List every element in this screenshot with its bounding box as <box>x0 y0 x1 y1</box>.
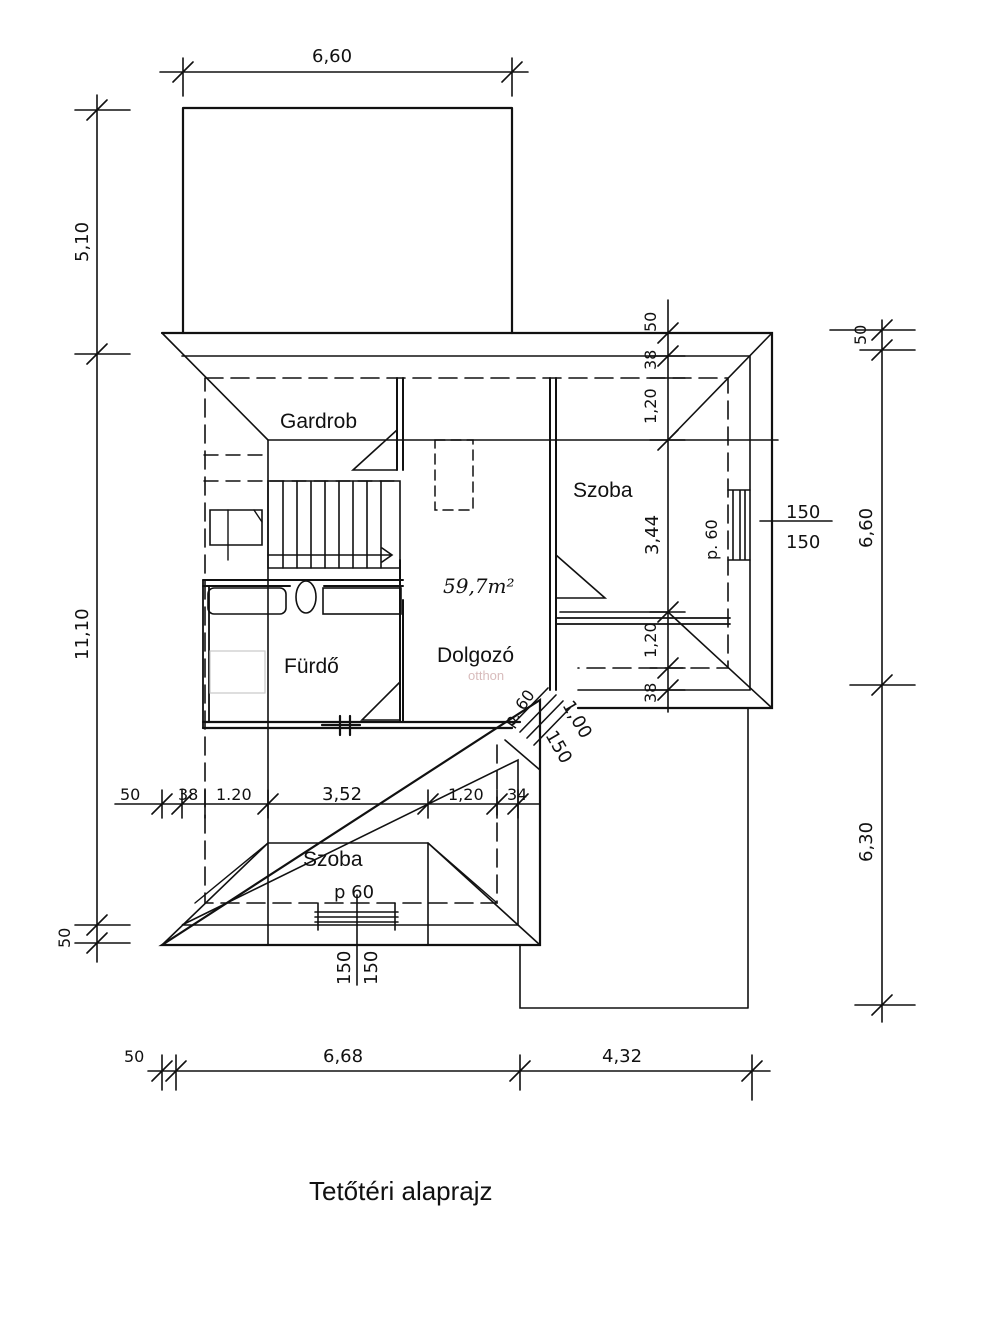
staircase <box>267 480 401 569</box>
roof-window-diagonal <box>504 687 571 771</box>
dim-row-120a: 1.20 <box>216 785 252 804</box>
furdo-bottom-wall <box>201 720 522 730</box>
dim-left-upper: 5,10 <box>72 222 93 262</box>
ridge-lines <box>267 439 779 946</box>
room-label-dolgozo: Dolgozó <box>437 644 514 667</box>
door-dolgozo <box>360 681 401 721</box>
dolgozo-wall <box>399 559 404 723</box>
dim-bottom-offset: 50 <box>124 1047 144 1066</box>
dim-row-38: 38 <box>178 785 198 804</box>
door-gardrob <box>350 429 398 471</box>
lower-floor-outline <box>181 106 514 335</box>
dim-inner-right-344: 3,44 <box>642 515 663 555</box>
dim-inner-right-120a: 1,20 <box>641 388 660 424</box>
roof-window-right <box>727 489 833 561</box>
dashed-internal <box>203 454 401 482</box>
dim-bottom-mid: 6,68 <box>323 1046 363 1067</box>
dim-left-bottom: 50 <box>55 928 74 948</box>
dim-right-low: 6,30 <box>856 822 877 862</box>
szoba-bottom-wall <box>555 617 731 625</box>
dim-inner-right-38b: 38 <box>641 683 660 703</box>
lower-floor-extension <box>519 707 749 1009</box>
plan-lines <box>74 57 916 1101</box>
area-label: 59,7m² <box>443 574 515 598</box>
room-label-furdo: Fürdő <box>284 655 339 678</box>
dim-inner-right-top: 50 <box>641 312 660 332</box>
door-szoba <box>555 554 608 599</box>
dim-right-top: 50 <box>851 325 870 345</box>
dim-right-inner <box>649 299 686 713</box>
roof-window-bottom <box>314 894 399 986</box>
washbasin-counter <box>322 587 402 615</box>
hip-lines <box>161 332 773 946</box>
win-bottom-h1: 150 <box>334 951 355 985</box>
win-bottom-h2: 150 <box>361 951 382 985</box>
win-right-h1: 150 <box>786 502 820 523</box>
dim-bottom-right: 4,32 <box>602 1046 642 1067</box>
dim-middle-row <box>114 789 541 819</box>
dim-row-120b: 1,20 <box>448 785 484 804</box>
win-right-h2: 150 <box>786 532 820 553</box>
dim-inner-right-120b: 1,20 <box>641 622 660 658</box>
dim-row-34: 34 <box>507 785 527 804</box>
chimney <box>434 439 474 511</box>
dim-top-width: 6,60 <box>312 46 352 67</box>
shower-tray <box>209 650 266 694</box>
room-label-szoba-right: Szoba <box>573 479 633 502</box>
dim-inner-right-38a: 38 <box>641 350 660 370</box>
room-label-gardrob: Gardrob <box>280 410 357 433</box>
dim-bottom <box>147 1054 771 1101</box>
dim-left-main: 11,10 <box>72 608 93 660</box>
furdo-left-wall <box>202 579 210 729</box>
bathtub <box>207 587 287 615</box>
watermark: otthon <box>468 668 504 683</box>
wardrobe-unit <box>209 509 263 546</box>
room-label-szoba-bottom: Szoba <box>303 848 363 871</box>
dim-row-50: 50 <box>120 785 140 804</box>
toilet <box>295 580 317 614</box>
plan-caption: Tetőtéri alaprajz <box>309 1176 493 1206</box>
interior-walls <box>396 377 557 691</box>
win-right-p: p. 60 <box>702 519 721 560</box>
win-bottom-p: p 60 <box>334 882 374 903</box>
dim-right-mid: 6,60 <box>856 508 877 548</box>
wall-marker <box>320 714 362 737</box>
furdo-top-wall <box>202 579 404 587</box>
dim-left <box>74 94 131 963</box>
dim-right-outer <box>829 319 916 1023</box>
hip-lines-lower <box>194 842 498 904</box>
dim-top <box>159 57 529 97</box>
win-diag-p: p. 60 <box>500 686 539 730</box>
dim-row-352: 3,52 <box>322 784 362 805</box>
